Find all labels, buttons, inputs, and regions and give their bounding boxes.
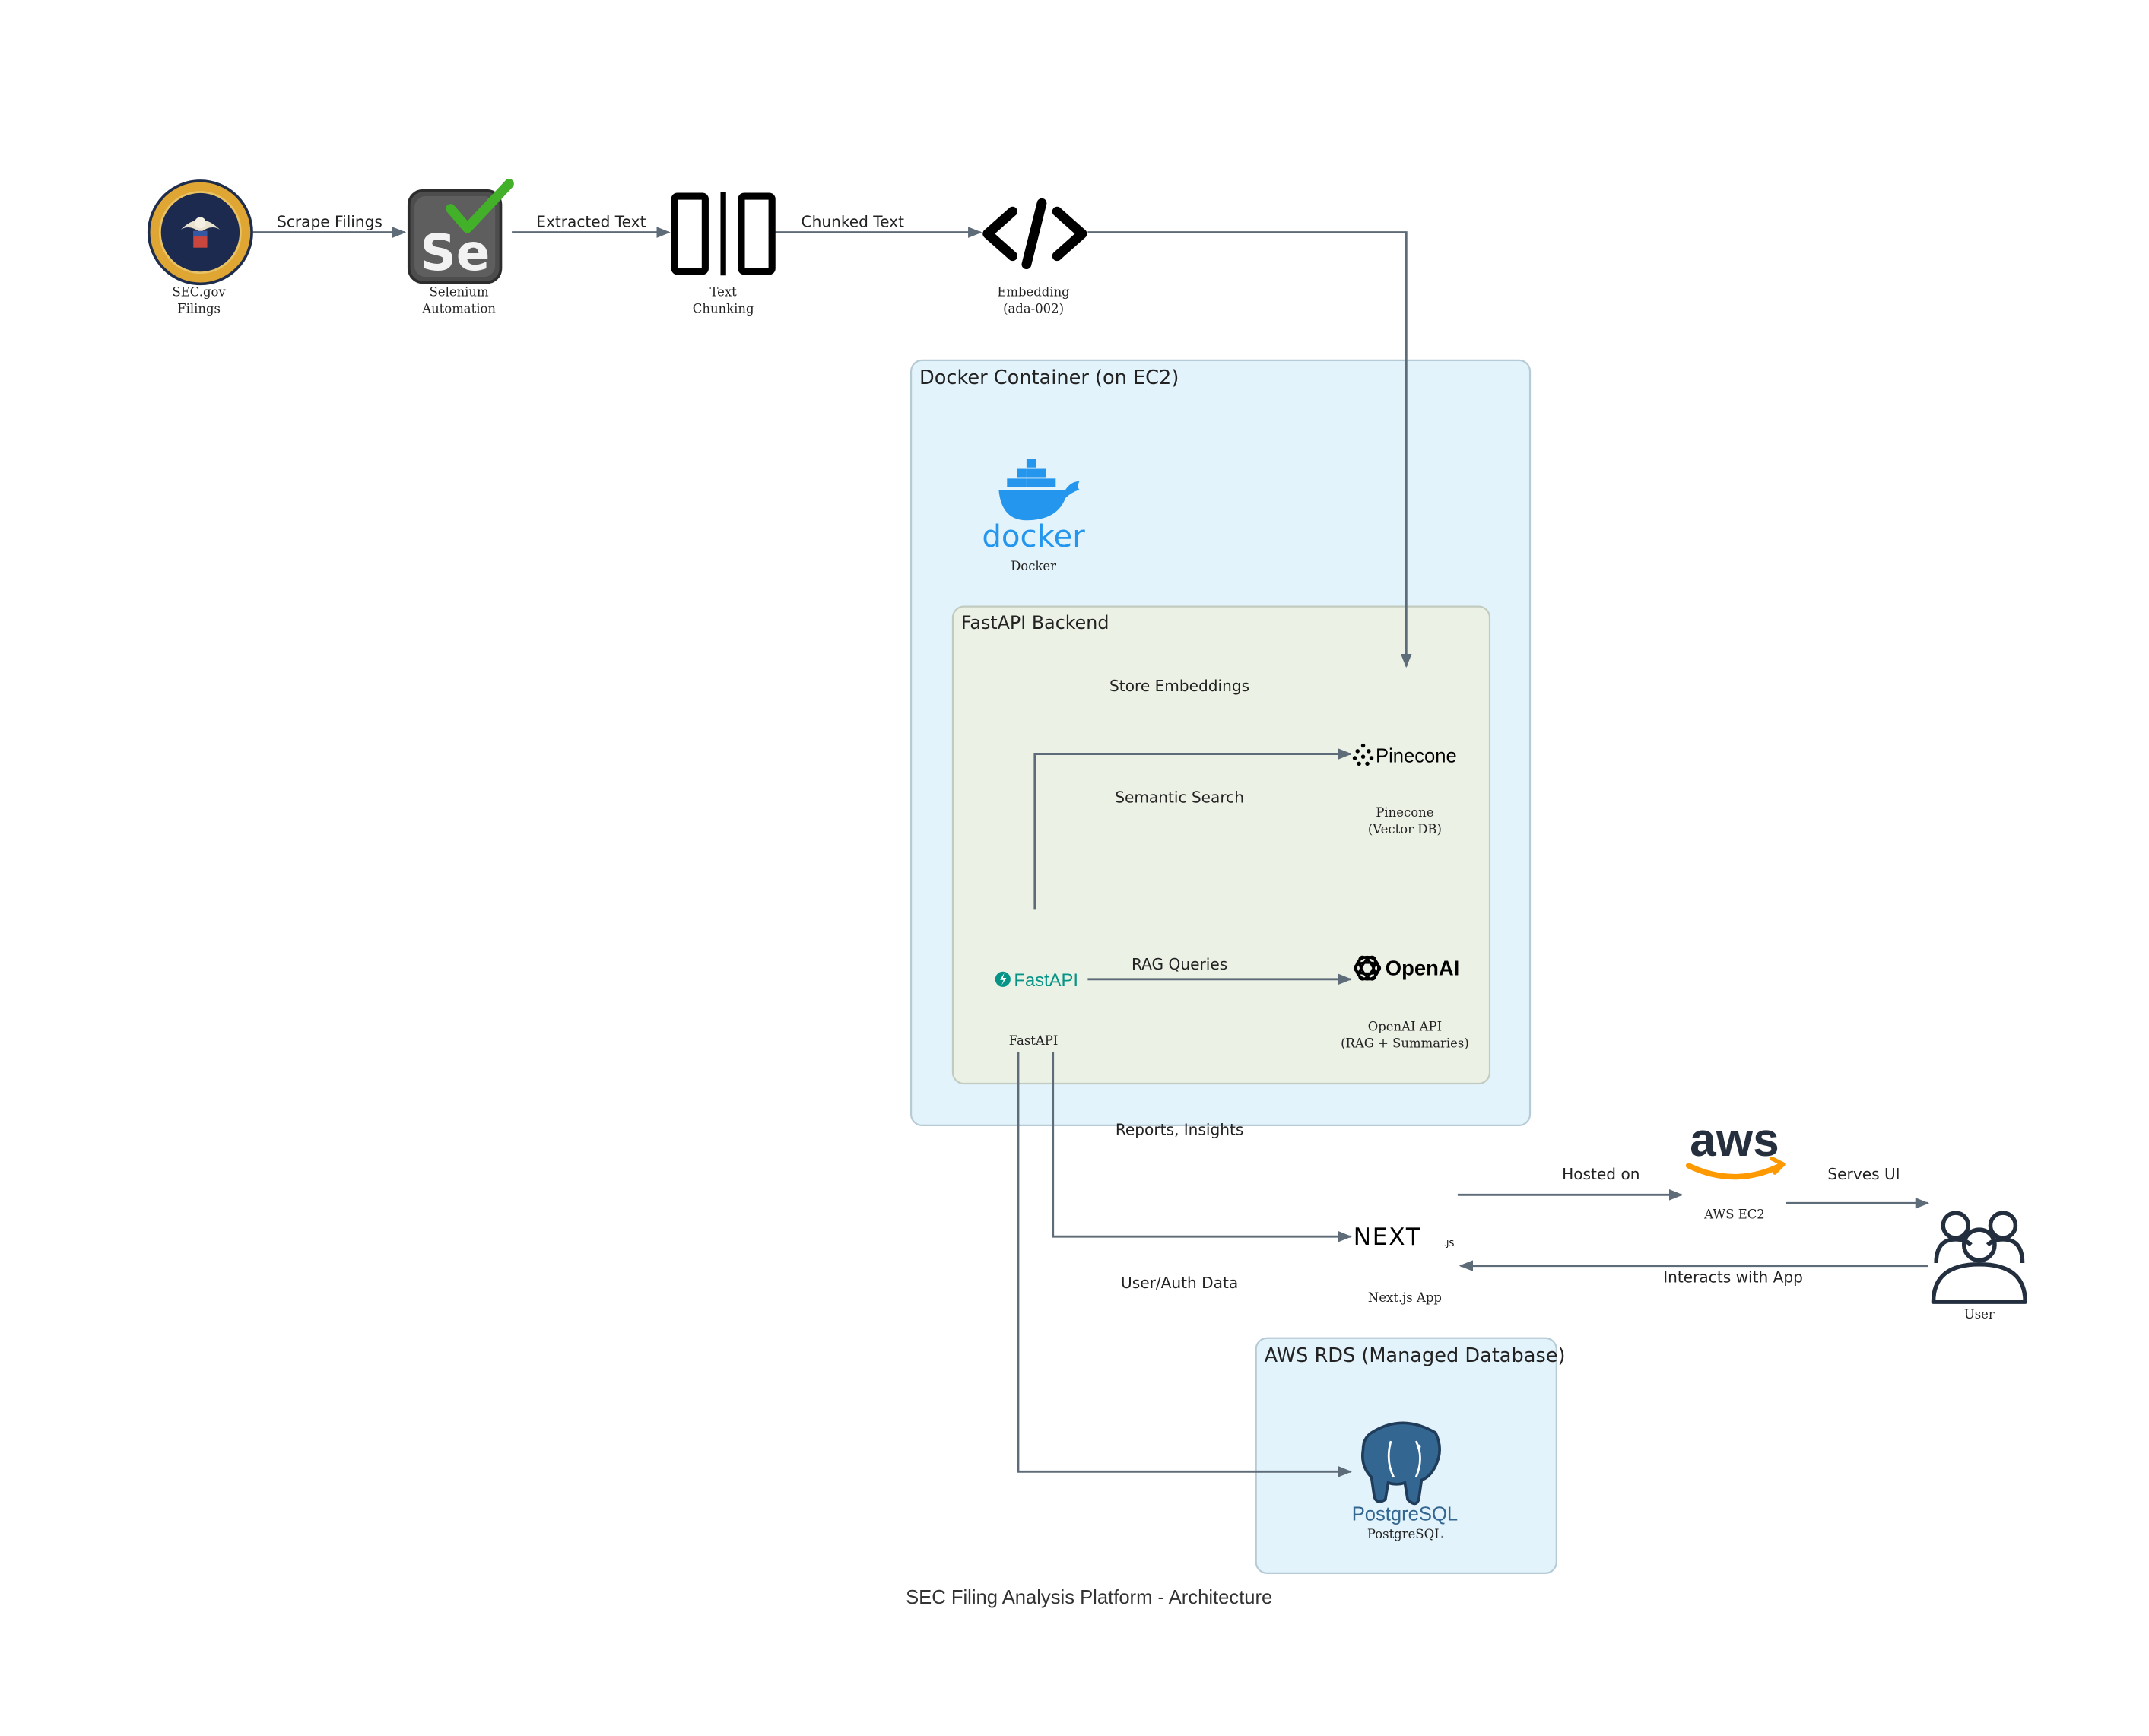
edge-reports-insights xyxy=(1052,1051,1352,1242)
edge-label-serves: Serves UI xyxy=(1827,1165,1900,1183)
fastapi-logo-text: FastAPI xyxy=(1014,970,1078,991)
text-chunking-icon xyxy=(671,192,776,276)
pinecone-icon xyxy=(1352,743,1374,766)
postgres-logo-text: PostgreSQL xyxy=(1352,1503,1458,1525)
edge-user-auth-data xyxy=(1017,1051,1352,1477)
edge-label-scrape: Scrape Filings xyxy=(277,212,383,230)
sec-label-line2: Filings xyxy=(177,302,221,316)
node-openai[interactable]: OpenAI OpenAI API (RAG + Summaries) xyxy=(1341,954,1469,1050)
nextjs-logo-text: NEXT xyxy=(1354,1223,1422,1251)
edge-label-userauth: User/Auth Data xyxy=(1121,1274,1238,1292)
node-selenium[interactable]: Se Selenium Automation xyxy=(407,179,514,316)
openai-icon xyxy=(1353,955,1382,981)
node-sec-filings[interactable]: SEC.gov Filings xyxy=(147,179,253,316)
postgres-elephant-icon xyxy=(1361,1421,1441,1506)
edge-labels: Scrape Filings Extracted Text Chunked Te… xyxy=(277,212,1900,1292)
edge-label-store: Store Embeddings xyxy=(1109,677,1249,695)
sec-seal-icon xyxy=(147,179,253,286)
openai-label-line1: OpenAI API xyxy=(1368,1020,1442,1034)
node-user[interactable]: User xyxy=(1931,1211,2027,1322)
edge-label-semantic: Semantic Search xyxy=(1115,789,1244,807)
pinecone-label-line1: Pinecone xyxy=(1376,805,1433,820)
fastapi-label: FastAPI xyxy=(1009,1033,1059,1048)
embedding-label-line2: (ada-002) xyxy=(1003,302,1064,316)
nextjs-icon: NEXT .JS xyxy=(1354,1223,1455,1251)
docker-cluster-title: Docker Container (on EC2) xyxy=(919,367,1179,389)
edge-label-reports: Reports, Insights xyxy=(1116,1121,1244,1139)
edge-label-hosted: Hosted on xyxy=(1562,1165,1640,1183)
sec-label-line1: SEC.gov xyxy=(172,285,226,300)
postgres-label: PostgreSQL xyxy=(1367,1527,1443,1541)
nextjs-logo-suffix: .JS xyxy=(1444,1239,1455,1249)
users-icon xyxy=(1931,1211,2027,1304)
node-text-chunking[interactable]: Text Chunking xyxy=(671,192,776,316)
fastapi-backend-cluster: FastAPI Backend xyxy=(951,605,1491,1085)
fastapi-icon xyxy=(995,971,1011,987)
edge-label-extracted: Extracted Text xyxy=(536,212,646,230)
pinecone-label-line2: (Vector DB) xyxy=(1368,822,1442,836)
selenium-label-line1: Selenium xyxy=(430,285,489,300)
chunking-label-line1: Text xyxy=(709,285,737,300)
edge-label-interacts: Interacts with App xyxy=(1663,1268,1803,1287)
embedding-label-line1: Embedding xyxy=(997,285,1070,300)
openai-logo-text: OpenAI xyxy=(1386,956,1460,979)
node-pinecone[interactable]: Pinecone Pinecone (Vector DB) xyxy=(1352,743,1457,836)
node-docker[interactable]: docker Docker xyxy=(982,459,1085,573)
selenium-icon: Se xyxy=(407,179,514,284)
diagram-title: SEC Filing Analysis Platform - Architect… xyxy=(906,1587,1272,1608)
openai-label-line2: (RAG + Summaries) xyxy=(1341,1036,1469,1050)
nextjs-label: Next.js App xyxy=(1368,1290,1442,1305)
selenium-label-line2: Automation xyxy=(421,302,496,316)
node-nextjs[interactable]: NEXT .JS Next.js App xyxy=(1354,1223,1455,1305)
node-aws-ec2[interactable]: aws AWS EC2 xyxy=(1685,1114,1786,1221)
chunking-label-line2: Chunking xyxy=(693,302,754,316)
rds-cluster-title: AWS RDS (Managed Database) xyxy=(1265,1344,1566,1367)
selenium-logo-text: Se xyxy=(420,224,490,282)
docker-label: Docker xyxy=(1011,559,1056,573)
pinecone-logo-text: Pinecone xyxy=(1376,745,1457,766)
edge-label-chunked: Chunked Text xyxy=(802,212,905,230)
aws-label: AWS EC2 xyxy=(1703,1207,1765,1221)
aws-icon: aws xyxy=(1685,1114,1786,1180)
docker-whale-icon: docker xyxy=(982,459,1085,554)
aws-logo-text: aws xyxy=(1690,1114,1779,1166)
user-label: User xyxy=(1964,1307,1995,1322)
fastapi-cluster-title: FastAPI Backend xyxy=(961,612,1109,633)
edge-semantic-search xyxy=(1033,748,1352,910)
edge-label-rag: RAG Queries xyxy=(1132,955,1227,973)
edges xyxy=(252,227,1929,1477)
docker-logo-text: docker xyxy=(982,519,1085,554)
node-postgresql[interactable]: PostgreSQL PostgreSQL xyxy=(1352,1421,1458,1541)
node-embedding[interactable]: Embedding (ada-002) xyxy=(982,198,1087,316)
code-icon xyxy=(982,198,1087,270)
node-fastapi[interactable]: FastAPI FastAPI xyxy=(995,970,1078,1048)
edge-store-embeddings xyxy=(1087,231,1412,668)
